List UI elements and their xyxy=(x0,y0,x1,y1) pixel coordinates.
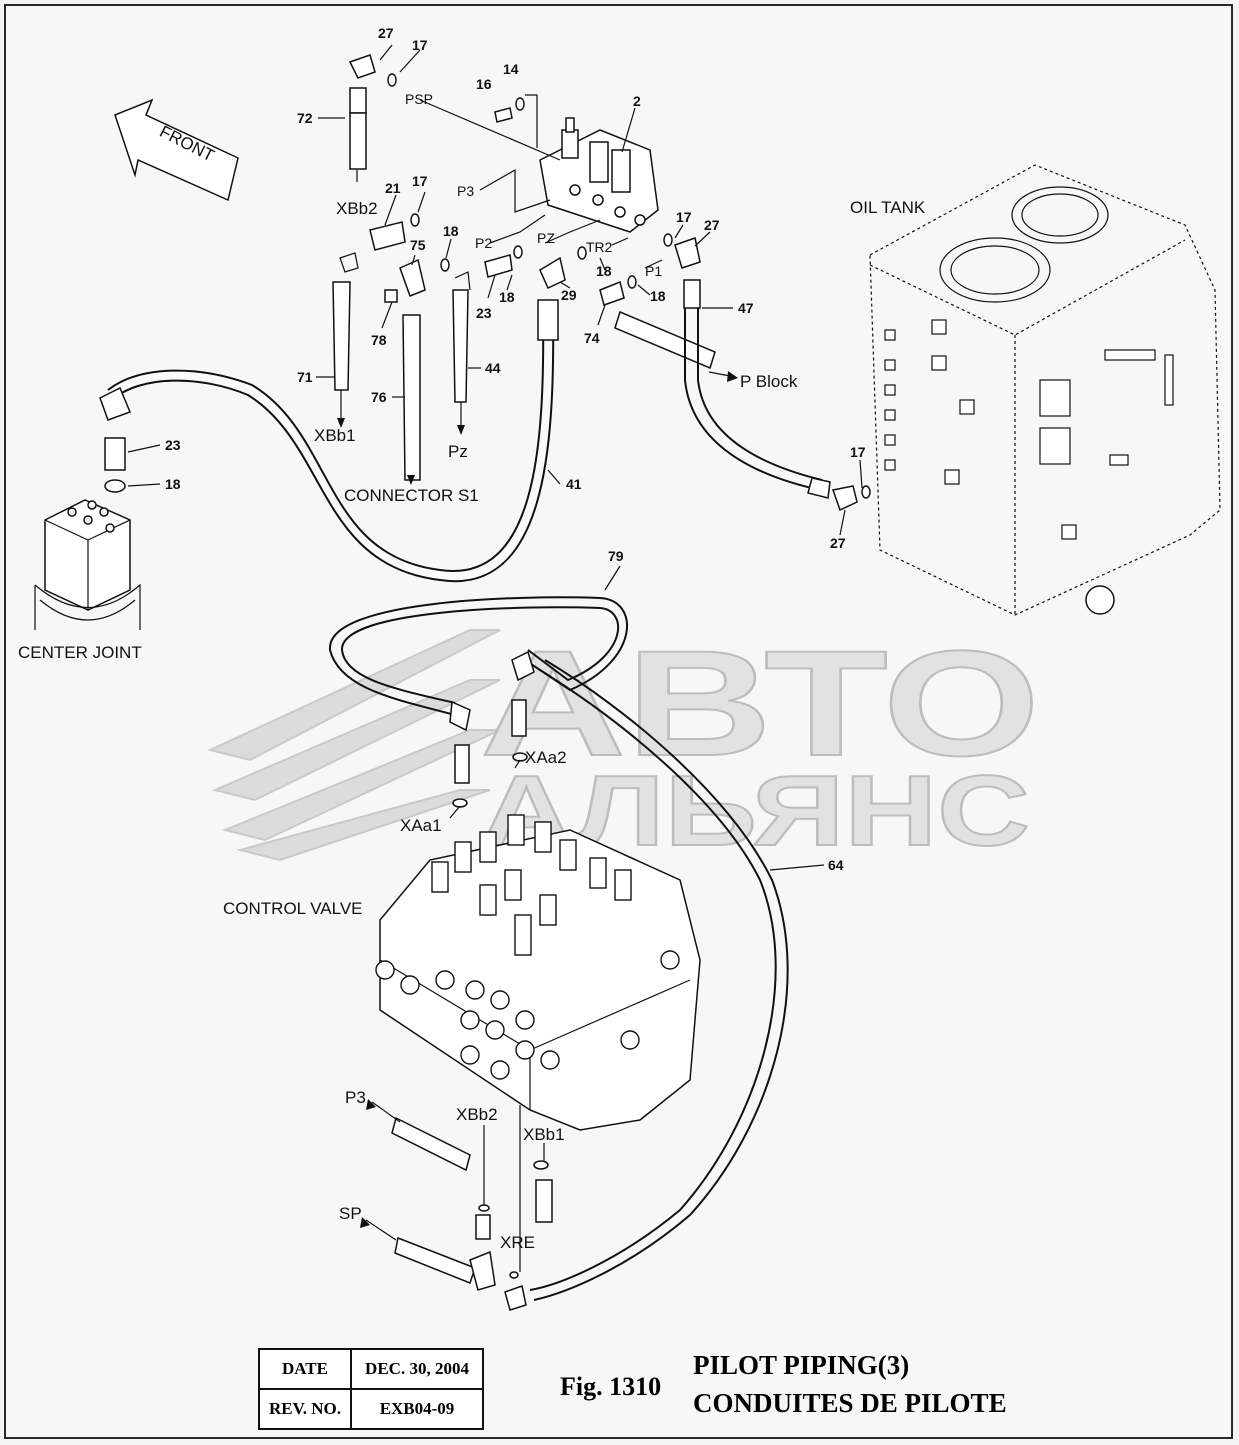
p-block-label: P Block xyxy=(740,372,798,391)
flow-arrows xyxy=(337,371,738,1228)
rev-no-value: EXB04-09 xyxy=(350,1388,484,1430)
solenoid-valve-block xyxy=(539,117,659,233)
part-number-27: 27 xyxy=(830,535,846,551)
part-number-18: 18 xyxy=(443,223,459,239)
part-number-18: 18 xyxy=(165,476,181,492)
watermark-line1: АВТО xyxy=(480,619,1040,787)
tr2-port-label: TR2 xyxy=(586,239,613,255)
part-number-72: 72 xyxy=(297,110,313,126)
part-number-17: 17 xyxy=(412,173,428,189)
part-number-16: 16 xyxy=(476,76,492,92)
control-valve xyxy=(375,814,701,1131)
part-number-44: 44 xyxy=(485,360,501,376)
p2-port-label: P2 xyxy=(475,235,492,251)
part-number-18: 18 xyxy=(499,289,515,305)
short-hoses-top xyxy=(332,252,471,481)
center-joint-label: CENTER JOINT xyxy=(18,643,142,662)
watermark-logo xyxy=(207,629,501,862)
sp-label: SP xyxy=(339,1204,362,1223)
part-number-41: 41 xyxy=(566,476,582,492)
leader-lines xyxy=(127,44,863,1272)
figure-title-french: CONDUITES DE PILOTE xyxy=(693,1388,1007,1418)
part-number-27: 27 xyxy=(378,25,394,41)
hose-47 xyxy=(683,279,871,512)
xaa1-label: XAa1 xyxy=(400,816,442,835)
p3-bottom-label: P3 xyxy=(345,1088,366,1107)
connector-s1-label: CONNECTOR S1 xyxy=(344,486,479,505)
date-value: DEC. 30, 2004 xyxy=(350,1348,484,1390)
fittings-control-valve xyxy=(99,386,553,1311)
part-number-76: 76 xyxy=(371,389,387,405)
part-number-2: 2 xyxy=(633,93,641,109)
title-block: DATE DEC. 30, 2004 REV. NO. EXB04-09 xyxy=(258,1348,484,1430)
oil-tank xyxy=(869,164,1221,616)
part-number-29: 29 xyxy=(561,287,577,303)
part-number-17: 17 xyxy=(850,444,866,460)
front-arrow xyxy=(114,98,239,202)
figure-number: Fig. 1310 xyxy=(560,1372,662,1401)
psp-port-label: PSP xyxy=(405,91,433,107)
part-number-18: 18 xyxy=(596,263,612,279)
oil-tank-label: OIL TANK xyxy=(850,198,926,217)
part-number-75: 75 xyxy=(410,237,426,253)
part-number-21: 21 xyxy=(385,180,401,196)
part-number-17: 17 xyxy=(676,209,692,225)
xbb1-top-label: XBb1 xyxy=(314,426,356,445)
control-valve-label: CONTROL VALVE xyxy=(223,899,363,918)
part-number-23: 23 xyxy=(165,437,181,453)
center-joint xyxy=(34,499,141,630)
part-number-18: 18 xyxy=(650,288,666,304)
hose-79 xyxy=(328,596,629,732)
pz-port-label: PZ xyxy=(537,230,555,246)
fittings-top xyxy=(348,54,716,370)
part-number-14: 14 xyxy=(503,61,519,77)
date-label: DATE xyxy=(258,1348,352,1390)
figure-title-english: PILOT PIPING(3) xyxy=(693,1350,910,1380)
hose-41 xyxy=(107,299,559,583)
p3-port-label: P3 xyxy=(457,183,474,199)
part-number-27: 27 xyxy=(704,217,720,233)
xre-label: XRE xyxy=(500,1233,535,1252)
hose-64 xyxy=(511,650,789,1301)
part-number-71: 71 xyxy=(297,369,313,385)
p1-port-label: P1 xyxy=(645,263,662,279)
xbb2-top-label: XBb2 xyxy=(336,199,378,218)
part-number-74: 74 xyxy=(584,330,600,346)
part-number-79: 79 xyxy=(608,548,624,564)
part-number-64: 64 xyxy=(828,857,844,873)
drawing-frame xyxy=(4,4,1233,1439)
part-number-17: 17 xyxy=(412,37,428,53)
xbb2-bottom-label: XBb2 xyxy=(456,1105,498,1124)
part-number-23: 23 xyxy=(476,305,492,321)
xbb1-bottom-label: XBb1 xyxy=(523,1125,565,1144)
part-number-47: 47 xyxy=(738,300,754,316)
rev-no-label: REV. NO. xyxy=(258,1388,352,1430)
part-number-78: 78 xyxy=(371,332,387,348)
xaa2-label: XAa2 xyxy=(525,748,567,767)
pz-top-label: Pz xyxy=(448,442,468,461)
